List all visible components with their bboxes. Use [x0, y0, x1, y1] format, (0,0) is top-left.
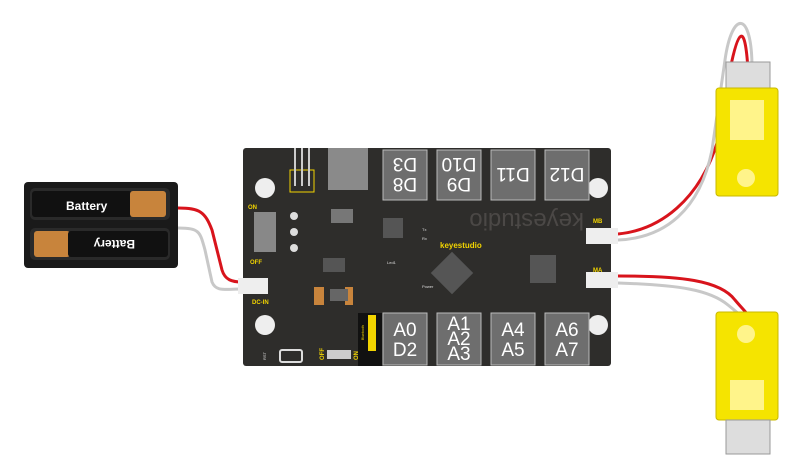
ma-label: MA [593, 268, 603, 274]
brand-label: keyestudio [440, 241, 482, 250]
rx-label: Rx [422, 236, 427, 241]
top-pad-d11: D11 [490, 149, 536, 201]
battery-red-wire [177, 206, 243, 284]
battery-pack: Battery Battery [24, 182, 178, 268]
pad-label: A7 [555, 340, 578, 361]
pad-label: D9 [447, 173, 471, 194]
mb-white-wire [617, 22, 754, 242]
pad-label: A1 [447, 314, 470, 335]
top-pad-d12: D12 [544, 149, 590, 201]
dc-in-connector [238, 278, 268, 294]
mounting-holes [255, 178, 608, 335]
mb-label: MB [593, 219, 603, 225]
bt-off-label: OFF [320, 348, 326, 360]
pad-label: A0 [393, 320, 416, 341]
rst-label: RST [262, 351, 267, 360]
battery-label-bottom: Battery [93, 237, 135, 251]
pad-label: D12 [550, 163, 585, 184]
driver-board: ON OFF DC-IN MB MA keyestudio keyestudio… [238, 148, 618, 366]
reset-button[interactable] [279, 349, 303, 363]
ma-connector [586, 272, 618, 288]
bluetooth-switch[interactable] [327, 350, 351, 359]
tx-label: Tx [422, 227, 426, 232]
pad-label: A2 [447, 329, 470, 350]
watermark-logo: keyestudio [469, 207, 584, 234]
pad-label: D2 [393, 340, 417, 361]
motor-b [715, 61, 779, 197]
bt-on-label: ON [354, 351, 360, 360]
pad-label: D10 [442, 153, 477, 174]
pad-label: A5 [501, 340, 524, 361]
off-label: OFF [250, 260, 262, 266]
pad-label: A6 [555, 320, 578, 341]
led1-label: Led1 [387, 260, 397, 265]
power-led-label: Power [422, 284, 434, 289]
pad-label: D3 [393, 153, 417, 174]
bluetooth-header[interactable] [368, 315, 376, 351]
motor-a [715, 311, 779, 455]
dc-in-label: DC-IN [252, 300, 269, 306]
pad-label: D8 [393, 173, 417, 194]
power-switch[interactable] [254, 212, 276, 252]
mb-connector [586, 228, 618, 244]
battery-label-top: Battery [66, 199, 108, 213]
pad-label: A4 [501, 320, 525, 341]
pad-label: D11 [496, 163, 529, 184]
battery-white-wire [177, 226, 243, 291]
pad-label: A3 [447, 344, 470, 365]
bluetooth-label: Bluetooth [361, 325, 365, 340]
on-label: ON [248, 205, 257, 211]
